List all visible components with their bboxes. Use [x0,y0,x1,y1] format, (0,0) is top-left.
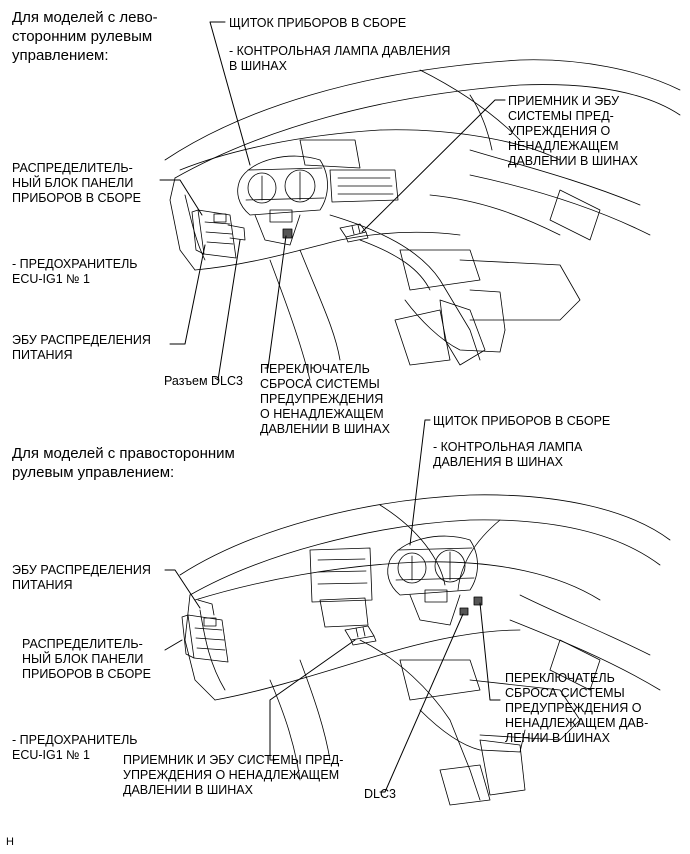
rhd-power-ecu-label: ЭБУ РАСПРЕДЕЛЕНИЯ ПИТАНИЯ [12,563,151,592]
lhd-fuse-label: - ПРЕДОХРАНИТЕЛЬ ECU-IG1 № 1 [12,257,138,286]
rhd-fuse-label: - ПРЕДОХРАНИТЕЛЬ ECU-IG1 № 1 [12,733,138,762]
rhd-dlc3-label: DLC3 [364,787,396,801]
rhd-junction-block [181,599,229,663]
rhd-junction-block-label: РАСПРЕДЕЛИТЕЛЬ- НЫЙ БЛОК ПАНЕЛИ ПРИБОРОВ… [22,637,151,681]
rhd-receiver-ecu [344,625,377,646]
lhd-reset-switch-label: ПЕРЕКЛЮЧАТЕЛЬ СБРОСА СИСТЕМЫ ПРЕДУПРЕЖДЕ… [260,362,390,436]
rhd-leader-receiver-ecu [269,639,356,761]
lhd-leader-combination-meter [209,21,251,166]
lhd-leader-junction-block [159,179,203,216]
rhd-leader-reset-switch [479,602,501,701]
lhd-leader-power-ecu [169,244,206,345]
lhd-receiver-ecu [339,223,369,243]
rhd-reset-switch-label: ПЕРЕКЛЮЧАТЕЛЬ СБРОСА СИСТЕМЫ ПРЕДУПРЕЖДЕ… [505,671,649,745]
lhd-dlc3-label: Разъем DLC3 [164,374,243,388]
lhd-junction-block-label: РАСПРЕДЕЛИТЕЛЬ- НЫЙ БЛОК ПАНЕЛИ ПРИБОРОВ… [12,161,141,205]
rhd-dashboard-illustration [179,494,671,806]
lhd-leader-receiver-ecu [361,99,506,233]
lhd-dashboard-illustration [164,59,681,381]
rhd-combination-meter [387,535,478,596]
lhd-tire-pressure-lamp-label: - КОНТРОЛЬНАЯ ЛАМПА ДАВЛЕНИЯ В ШИНАХ [229,44,451,73]
rhd-leader-power-ecu [164,569,201,609]
rhd-leader-combination-meter [409,419,431,546]
rhd-combination-meter-label: ЩИТОК ПРИБОРОВ В СБОРЕ [433,414,611,428]
lhd-heading: Для моделей с лево- сторонним рулевым уп… [12,9,158,64]
rhd-receiver-ecu-label: ПРИЕМНИК И ЭБУ СИСТЕМЫ ПРЕД- УПРЕЖДЕНИЯ … [123,753,344,797]
rhd-heading: Для моделей с правосторонним рулевым упр… [12,445,235,481]
lhd-junction-block [191,209,246,259]
rhd-leader-junction-block [164,639,183,651]
lhd-receiver-ecu-label: ПРИЕМНИК И ЭБУ СИСТЕМЫ ПРЕД- УПРЕЖДЕНИЯ … [508,94,638,168]
lhd-leader-reset-switch [264,235,287,369]
lhd-power-ecu-label: ЭБУ РАСПРЕДЕЛЕНИЯ ПИТАНИЯ [12,333,151,362]
rhd-leader-dlc3 [379,613,464,793]
rhd-tire-pressure-lamp-label: - КОНТРОЛЬНАЯ ЛАМПА ДАВЛЕНИЯ В ШИНАХ [433,440,583,469]
lhd-combination-meter [237,155,328,216]
figure-code: H [6,836,14,848]
lhd-leader-dlc3 [214,239,241,381]
lhd-combination-meter-label: ЩИТОК ПРИБОРОВ В СБОРЕ [229,16,407,30]
